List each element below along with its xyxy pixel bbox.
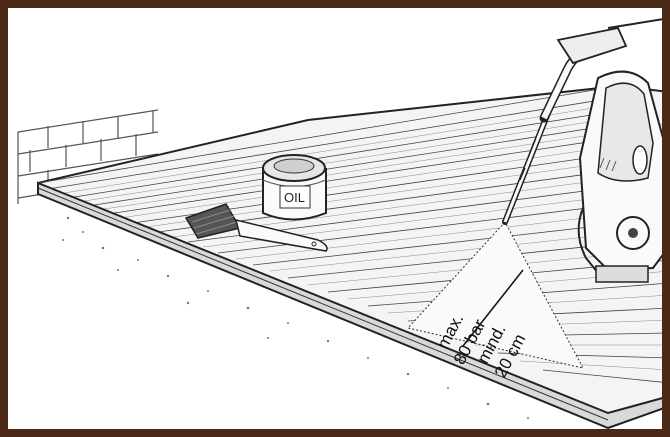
deck-surface	[38, 86, 670, 426]
oil-can-label: OIL	[284, 190, 305, 205]
oil-can: OIL	[263, 155, 326, 220]
deck-illustration: OIL max. 80 bar mind. 20 cm	[8, 8, 670, 437]
